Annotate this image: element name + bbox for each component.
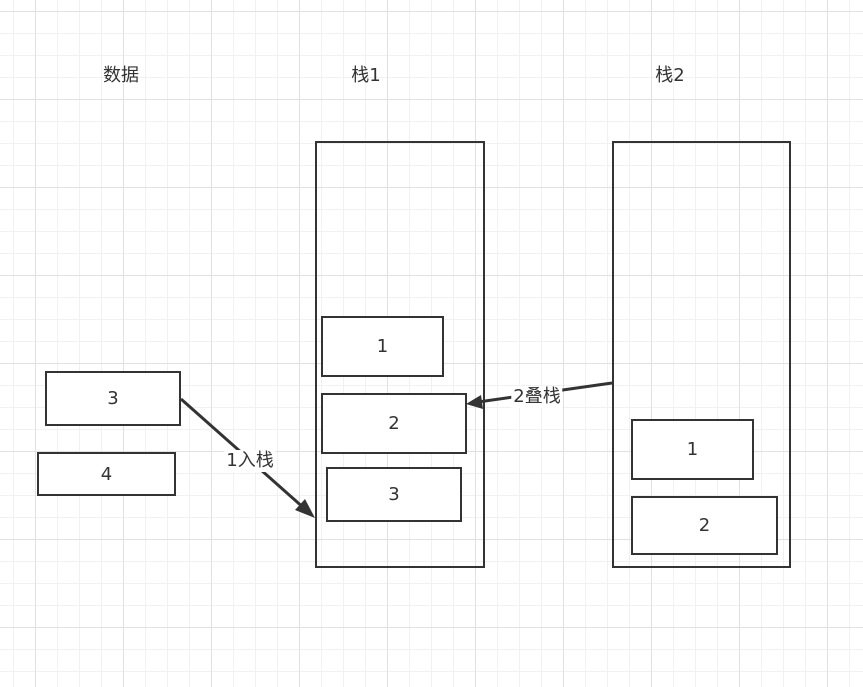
stack1-item-3[interactable]: 3 (326, 467, 462, 522)
data-item-3[interactable]: 3 (45, 371, 181, 426)
stack1-item-2[interactable]: 2 (321, 393, 467, 454)
stack2-item-1[interactable]: 1 (631, 419, 754, 480)
stack1-item-1[interactable]: 1 (321, 316, 444, 377)
stack-arrowhead (466, 395, 483, 409)
stack1-title: 栈1 (351, 65, 381, 86)
stack1-container[interactable] (315, 141, 485, 568)
stack2-title: 栈2 (655, 65, 685, 86)
stack2-container[interactable] (612, 141, 791, 568)
push-arrowhead (295, 499, 315, 518)
data-column-title: 数据 (103, 65, 139, 86)
data-item-4[interactable]: 4 (37, 452, 176, 496)
push-edge-label: 1入栈 (224, 450, 276, 472)
stack2-item-2[interactable]: 2 (631, 496, 778, 555)
stack-edge-label: 2叠栈 (511, 386, 563, 408)
